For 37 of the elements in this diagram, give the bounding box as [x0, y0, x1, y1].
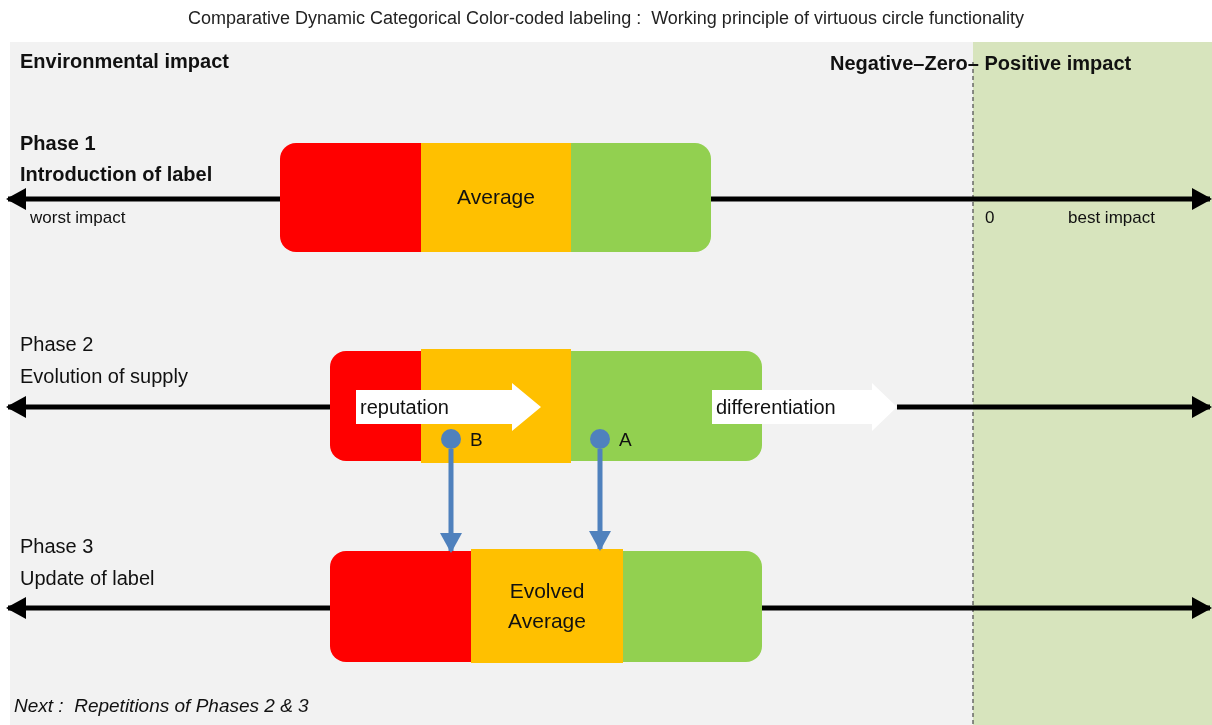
- phase-heading: Phase 3: [20, 535, 94, 558]
- point-dot: [590, 429, 610, 449]
- scale-heading: Negative–Zero– Positive impact: [830, 52, 1132, 75]
- panel-heading: Environmental impact: [20, 50, 229, 73]
- point-dot: [441, 429, 461, 449]
- color-segment: [623, 551, 762, 662]
- axis-end-label: best impact: [1068, 208, 1155, 228]
- point-label: A: [619, 429, 632, 451]
- color-segment: [471, 549, 623, 663]
- pointed-banner: [356, 383, 541, 431]
- phase-description: Introduction of label: [20, 163, 213, 186]
- axis-arrow: [897, 396, 1212, 418]
- segment-text: Evolved Average: [507, 577, 587, 634]
- axis-arrow: [711, 188, 1212, 210]
- color-segment: [280, 143, 421, 252]
- phase-description: Evolution of supply: [20, 365, 188, 388]
- color-segment: [421, 143, 571, 252]
- arrow-text: differentiation: [716, 395, 836, 420]
- phase-heading: Phase 1: [20, 132, 96, 155]
- segment-text: Average: [457, 184, 535, 211]
- pointer-arrow: [589, 449, 611, 551]
- axis-arrow: [6, 396, 330, 418]
- phase-description: Update of label: [20, 567, 155, 590]
- arrow-text: reputation: [360, 395, 449, 420]
- phase-heading: Phase 2: [20, 333, 94, 356]
- axis-end-label: worst impact: [30, 208, 126, 228]
- pointer-arrow: [440, 449, 462, 553]
- zero-mark-label: 0: [985, 208, 995, 228]
- point-label: B: [470, 429, 483, 451]
- color-segment: [330, 551, 471, 662]
- axis-arrow: [6, 188, 280, 210]
- footnote: Next : Repetitions of Phases 2 & 3: [14, 695, 309, 717]
- color-segment: [571, 143, 711, 252]
- diagram-title: Comparative Dynamic Categorical Color-coded labeling : Working principle of virtuous circle functionality: [186, 8, 1025, 29]
- axis-arrow: [6, 597, 330, 619]
- pointed-banner: [712, 383, 897, 431]
- axis-arrow: [762, 597, 1212, 619]
